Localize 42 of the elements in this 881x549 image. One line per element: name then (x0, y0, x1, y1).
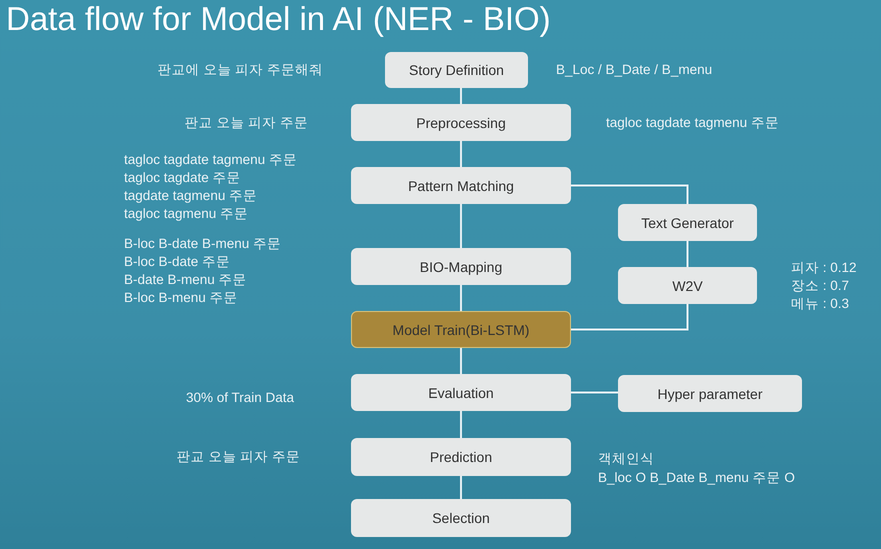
connector-line (460, 348, 462, 374)
connector-line (460, 204, 462, 248)
connector-line (571, 184, 688, 204)
annotation-text: tagloc tagdate 주문 (124, 169, 241, 187)
connector-line (460, 141, 462, 167)
connector-line (460, 285, 462, 311)
annotation-text: 판교 오늘 피자 주문 (176, 448, 300, 466)
process-box: W2V (618, 267, 757, 304)
annotation-text: tagdate tagmenu 주문 (124, 187, 258, 205)
process-box: Text Generator (618, 204, 757, 241)
annotation-text: 30% of Train Data (186, 389, 294, 407)
title: Data flow for Model in AI (NER - BIO) (6, 0, 551, 38)
connector-line (460, 411, 462, 438)
connector-line (460, 88, 462, 104)
process-box: Selection (351, 499, 571, 537)
process-box: Pattern Matching (351, 167, 571, 204)
annotation-text: B-loc B-date B-menu 주문 (124, 235, 282, 253)
annotation-text: 장소 : 0.7 (791, 277, 850, 295)
annotation-text: 객체인식 (598, 450, 654, 468)
process-box: BIO-Mapping (351, 248, 571, 285)
annotation-text: B-loc B-date 주문 (124, 253, 230, 271)
connector-line (571, 392, 618, 394)
connector-line (686, 241, 688, 267)
annotation-text: tagloc tagdate tagmenu 주문 (124, 151, 297, 169)
connector-line (571, 304, 688, 330)
annotation-text: tagloc tagmenu 주문 (124, 205, 248, 223)
annotation-text: 판교에 오늘 피자 주문해줘 (158, 61, 323, 79)
annotation-text: 판교 오늘 피자 주문 (184, 114, 308, 132)
process-box: Evaluation (351, 374, 571, 411)
highlighted-process-box: Model Train(Bi-LSTM) (351, 311, 571, 348)
process-box: Prediction (351, 438, 571, 476)
process-box: Preprocessing (351, 104, 571, 141)
annotation-text: B-loc B-menu 주문 (124, 289, 238, 307)
annotation-text: B-date B-menu 주문 (124, 271, 247, 289)
process-box: Story Definition (385, 52, 528, 88)
annotation-text: B_loc O B_Date B_menu 주문 O (598, 469, 795, 487)
annotation-text: B_Loc / B_Date / B_menu (556, 61, 712, 79)
connector-line (460, 476, 462, 499)
annotation-text: 메뉴 : 0.3 (791, 295, 850, 313)
process-box: Hyper parameter (618, 375, 802, 412)
annotation-text: 피자 : 0.12 (791, 259, 857, 277)
annotation-text: tagloc tagdate tagmenu 주문 (606, 114, 779, 132)
